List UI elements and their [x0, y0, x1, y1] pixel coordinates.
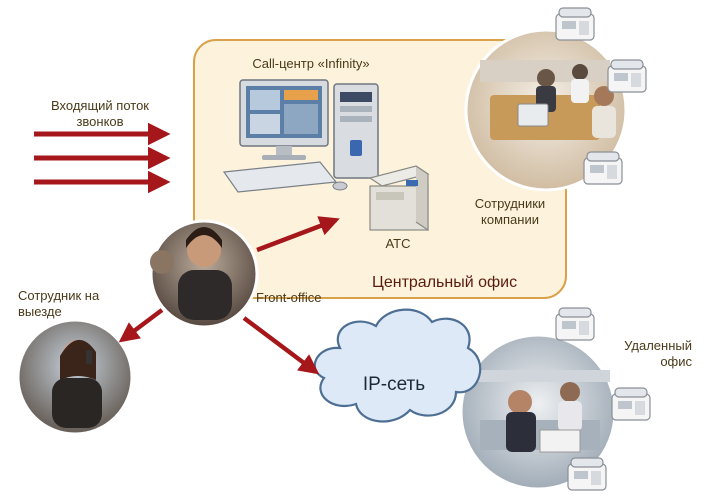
arrow-to-field-employee	[118, 308, 164, 343]
field-employee-photo	[16, 318, 134, 436]
label-pbx: АТС	[385, 236, 411, 251]
front-office-photo	[149, 219, 259, 329]
cloud-icon	[313, 308, 482, 423]
label-ip-network: IP-сеть	[362, 374, 426, 395]
pbx-box-icon	[368, 165, 430, 232]
telephone-icon	[583, 151, 623, 185]
telephone-icon	[555, 7, 595, 41]
label-field-employee: Сотрудник на выезде	[18, 288, 100, 319]
telephone-icon	[607, 59, 647, 93]
label-remote-office: Удаленный офис	[624, 338, 692, 369]
label-central-office: Центральный офис	[372, 274, 518, 291]
label-employees: Сотрудники компании	[474, 196, 546, 227]
arrow-to-pbx	[256, 216, 340, 253]
label-call-center: Call-центр «Infinity»	[252, 56, 370, 71]
label-incoming-calls: Входящий поток звонков	[51, 98, 149, 129]
telephone-icon	[567, 457, 607, 491]
employees-photo	[464, 28, 628, 192]
desktop-computer-icon	[222, 79, 379, 193]
label-front-office: Front-office	[256, 290, 322, 305]
telephone-icon	[555, 307, 595, 341]
telephone-icon	[611, 387, 651, 421]
arrow-to-ip-network	[242, 316, 320, 375]
